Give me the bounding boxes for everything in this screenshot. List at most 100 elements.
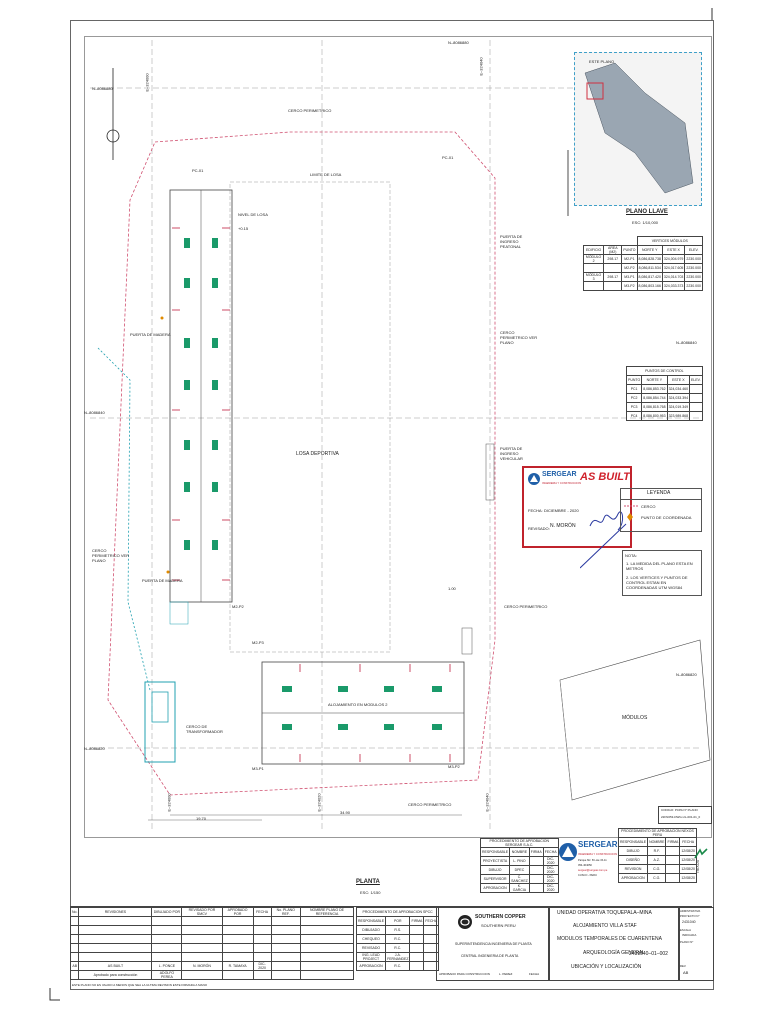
label-limite-losa: LIMITE DE LOSA bbox=[310, 172, 342, 177]
table-cell: 2230.000 bbox=[684, 272, 703, 282]
table-cell bbox=[221, 970, 254, 980]
sergear-logo-mark-icon bbox=[559, 843, 577, 861]
rev-h0: No. bbox=[69, 907, 80, 917]
table-cell: M3-P1 bbox=[621, 272, 638, 282]
table-cell: J.A. FERNANDEZ bbox=[385, 952, 411, 962]
table-cell: R.C. bbox=[385, 961, 411, 971]
legend: LEYENDA CERCO PUNTO DE COORDENADA bbox=[620, 488, 702, 532]
right-code-label: CODIGO: PCPA N° PLANO bbox=[661, 808, 698, 812]
label-puerta-madera: PUERTA DE MADERA bbox=[130, 332, 171, 337]
project-title-line-4: ARQUEOLOGÍA GENERAL bbox=[583, 950, 645, 956]
table-cell: REVISION bbox=[617, 864, 649, 874]
table-cell bbox=[689, 384, 703, 394]
table-cell bbox=[582, 281, 605, 291]
table-cell bbox=[528, 856, 544, 866]
table-cell: DISEÑO bbox=[617, 855, 649, 865]
table-cell: APROBACION bbox=[355, 961, 387, 971]
label-puerta-vehicular: PUERTA DE INGRESO VEHICULAR bbox=[500, 446, 523, 461]
label-cerco-transformador: CERCO DE TRANSFORMADOR bbox=[186, 724, 223, 734]
vertices-table: VERTICES MÓDULOS EDIFICIO AREA (M2) PUNT… bbox=[582, 236, 704, 291]
table-cell: 8,086,800.953 bbox=[641, 411, 668, 421]
nexos-brand: nexos bbox=[695, 859, 702, 874]
client-approval-title: PROCEDIMIENTO DE APROBACION NEXOS PERU bbox=[618, 828, 697, 838]
sa-h2: FIRMA bbox=[528, 847, 544, 857]
key-map-terrain bbox=[584, 62, 694, 194]
spcc-title: PROCEDIMIENTO DE APROBACION SPCC bbox=[355, 907, 440, 917]
table-cell: DIBUJO bbox=[617, 846, 649, 856]
table-cell: 8,086,853.762 bbox=[641, 384, 668, 394]
label-cerco-left: CERCO PERIMETRICO VER PLANO bbox=[92, 548, 130, 563]
project-title-line-1: UNIDAD OPERATIVA TOQUEPALA–MINA bbox=[557, 910, 652, 916]
label-mp2: M3-P2 bbox=[448, 764, 460, 769]
grid-label-n-mid-right: N–8086840 bbox=[676, 340, 697, 345]
ct-h1: NORTE Y bbox=[641, 375, 668, 385]
ct-h0: PUNTO bbox=[625, 375, 643, 385]
southern-name: SOUTHERN COPPER bbox=[475, 914, 526, 920]
rev-h3: REVISADO POR SMCV bbox=[181, 907, 223, 917]
table-cell bbox=[665, 864, 681, 874]
escala-value: INDICADA bbox=[682, 933, 697, 937]
table-cell: R.C. bbox=[385, 934, 411, 944]
rev-h2: DIBUJADO POR bbox=[151, 907, 183, 917]
table-cell: APROBACION bbox=[479, 883, 511, 893]
drawing-frame bbox=[84, 36, 712, 838]
sergear-sub: INGENIERIA Y CONSTRUCCION bbox=[578, 853, 618, 856]
table-cell bbox=[528, 874, 544, 884]
table-cell: PC1 bbox=[625, 384, 643, 394]
table-cell: ING. LEAD PROJECT bbox=[355, 952, 387, 962]
label-mp4: M2-P3 bbox=[252, 640, 264, 645]
stamp-fecha-label: FECHA: bbox=[528, 508, 543, 513]
sergear-logo-icon bbox=[528, 473, 540, 485]
table-cell: 324,017.605 bbox=[661, 263, 686, 273]
table-cell: DIC-2020 bbox=[252, 961, 272, 971]
legend-item-point: PUNTO DE COORDENADA bbox=[641, 515, 692, 520]
table-row bbox=[69, 943, 354, 953]
sergear-approval-table: PROCEDIMIENTO DE APROBACION SERGEAR S.A.… bbox=[479, 838, 559, 893]
sergear-phone: 054-404050 bbox=[578, 864, 592, 867]
table-cell: R. TAMAYA bbox=[221, 961, 254, 971]
grid-label-e-left: E–324000 bbox=[144, 73, 150, 92]
label-pc-left: PC-01 bbox=[192, 168, 204, 173]
label-cerco-bottom: CERCO PERIMETRICO bbox=[408, 802, 452, 807]
table-cell: C.G. bbox=[647, 873, 667, 883]
table-cell: SUPERVISOR bbox=[479, 874, 511, 884]
este-plano-label: ESTE PLANO bbox=[589, 59, 615, 64]
grid-label-e-bottom-left: E–324000 bbox=[166, 793, 172, 812]
notes-box: NOTA: 1. LA MEDIDA DEL PLANO ESTA EN MET… bbox=[622, 550, 702, 596]
table-cell bbox=[300, 961, 354, 971]
project-title-line-3: MODULOS TEMPORALES DE CUARENTENA bbox=[557, 936, 662, 942]
stamp-revisado-value: N. MORÓN bbox=[550, 523, 576, 529]
control-super-header: PUNTOS DE CONTROL bbox=[626, 366, 703, 376]
stamp-sergear-logo: SERGEAR INGENIERIA Y CONSTRUCCION bbox=[527, 471, 581, 487]
table-cell bbox=[528, 883, 544, 893]
table-cell bbox=[409, 934, 425, 944]
table-cell: N. MORÓN bbox=[181, 961, 223, 971]
table-cell: DIBUJO bbox=[479, 865, 511, 875]
label-nivel-losa: NIVEL DE LOSA bbox=[238, 212, 268, 217]
rev-h7: NOMBRE PLANO DE REFERENCIA bbox=[300, 907, 354, 917]
table-cell bbox=[409, 961, 425, 971]
proj-label: PROYECTO N° bbox=[680, 914, 700, 918]
table-cell: R.F. bbox=[647, 846, 667, 856]
sergear-address: Parque Mz. B Lote 15-11 bbox=[578, 859, 607, 862]
drawing-sheet bbox=[70, 20, 714, 990]
southern-copper-block: SOUTHERN COPPER SOUTHERN PERU SUPERINTEN… bbox=[436, 907, 550, 981]
signature-mark bbox=[589, 511, 624, 531]
adm-label: ADMISTRATIVA bbox=[680, 909, 701, 913]
table-cell bbox=[270, 970, 302, 980]
planta-title: PLANTA bbox=[356, 879, 380, 885]
grid-label-n-low-right: N–8086820 bbox=[676, 672, 697, 677]
table-cell: 8,086,811.534 bbox=[636, 263, 663, 273]
spcc-h0: RESPONSABLE bbox=[355, 916, 387, 926]
label-cerco-top: CERCO PERIMETRICO bbox=[288, 108, 332, 113]
table-row bbox=[69, 925, 354, 935]
rev-h6: No. PLANO REF. bbox=[270, 907, 302, 917]
